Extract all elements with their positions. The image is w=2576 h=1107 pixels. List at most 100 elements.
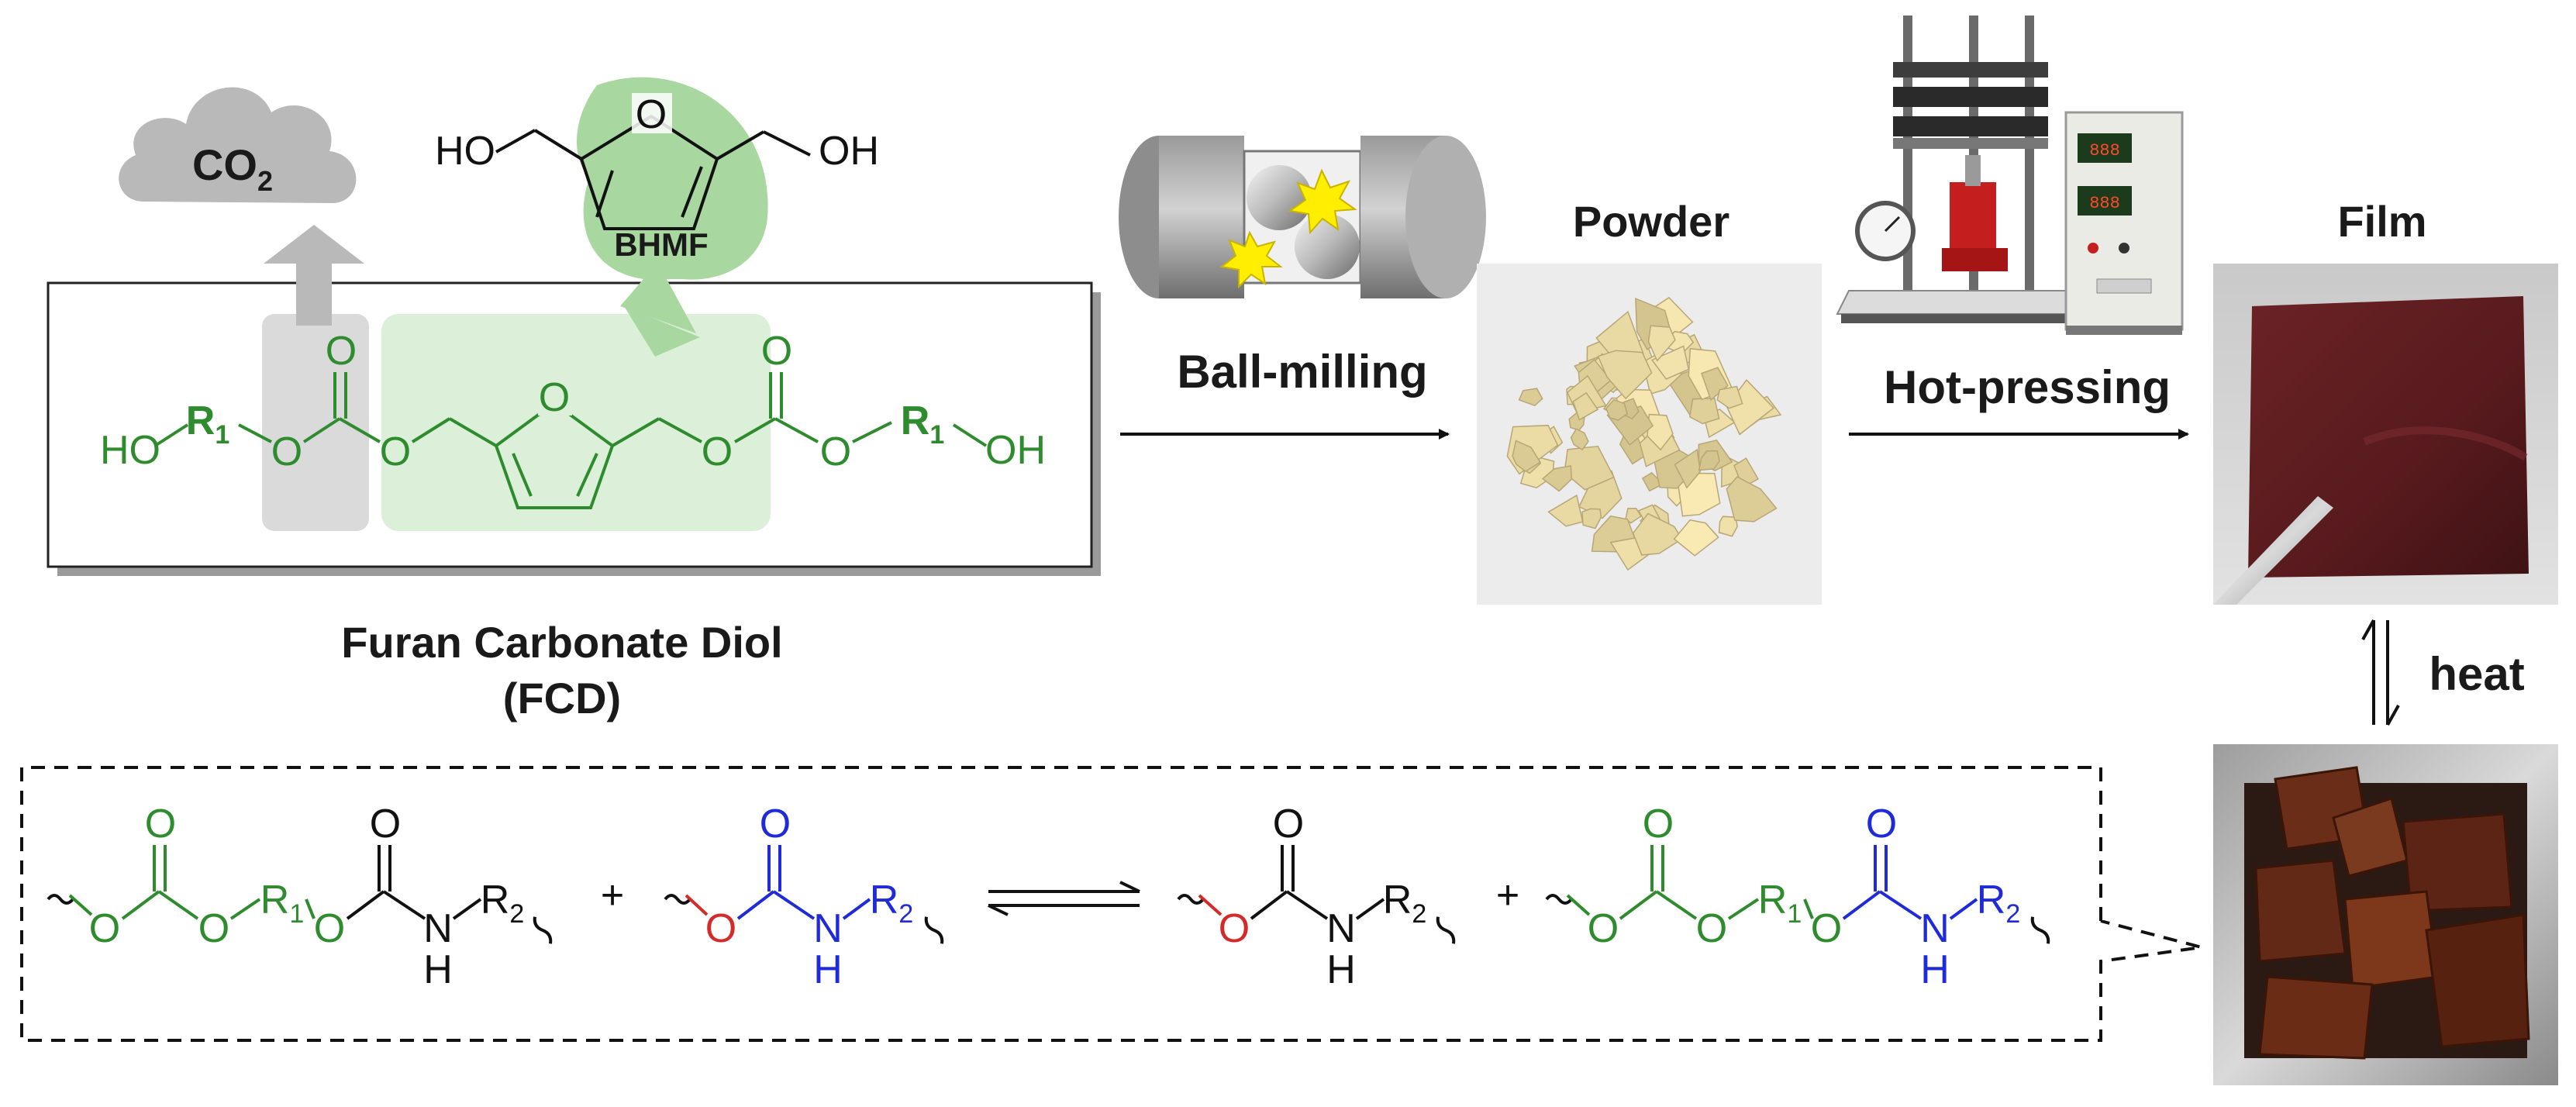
p2-n: N: [1920, 906, 1950, 951]
fcd-right-r: R: [901, 398, 930, 443]
r1-o-3: O: [314, 906, 345, 951]
ball-milling-label: Ball-milling: [1177, 346, 1427, 398]
fcd-o-1: O: [271, 429, 302, 474]
p1-carbonyl-o: O: [1273, 802, 1304, 847]
exchange-reaction-callout: [20, 766, 2202, 1042]
recycled-film-photo: [2213, 744, 2558, 1085]
svg-text:R1: R1: [260, 878, 304, 929]
ball-mill-icon: [1119, 136, 1486, 298]
powder-chunk: [1518, 388, 1543, 407]
svg-text:R1: R1: [186, 398, 229, 450]
powder-photo: [1477, 264, 1822, 605]
powder-chunk: [1572, 391, 1599, 421]
hot-press-icon: 888 888: [1836, 16, 2184, 335]
r1-o-1: O: [89, 906, 120, 951]
powder-chunk: [1688, 398, 1720, 425]
powder-chunk: [1632, 512, 1683, 556]
p1-r2-sub: 2: [1412, 899, 1426, 929]
fcd-left-r: R: [186, 398, 216, 443]
fcd-o-2: O: [380, 429, 411, 474]
bhmf-leaf: [576, 77, 768, 357]
svg-text:R1: R1: [901, 398, 944, 450]
heat-equilibrium-arrows: [2361, 619, 2400, 726]
powder-chunk: [1641, 471, 1664, 492]
co2-subscript: 2: [257, 165, 273, 197]
powder-chunk: [1698, 450, 1720, 471]
fcd-name: Furan Carbonate Diol: [341, 618, 782, 667]
p1-h: H: [1326, 947, 1356, 992]
hot-pressing-label: Hot-pressing: [1884, 361, 2171, 413]
fcd-right-r-sub: 1: [929, 420, 944, 450]
furan-highlight: [381, 314, 771, 531]
fcd-carbonyl-o-2: O: [761, 329, 792, 374]
p2-r2-sub: 2: [2005, 899, 2020, 929]
co2-label: CO: [192, 140, 257, 189]
p2-r2-label: R: [1977, 878, 2006, 922]
r2-r2-label: R: [870, 878, 899, 922]
fcd-left-r-sub: 1: [215, 420, 229, 450]
p2-r1-label: R: [1758, 878, 1788, 922]
powder-chunk: [1564, 446, 1616, 491]
r1-r2-label: R: [481, 878, 510, 922]
bhmf-structure: HO O OH BHMF: [435, 92, 879, 263]
powder-chunk: [1547, 494, 1584, 527]
co2-cloud: CO2: [119, 87, 364, 326]
r1-r-sub: 1: [289, 899, 304, 929]
fcd-structure: HO R1 O O O O O O O R1 OH: [100, 329, 1046, 509]
film-label: Film: [2337, 197, 2426, 246]
bhmf-ring-o: O: [636, 92, 667, 137]
fcd-left-ho: HO: [100, 428, 160, 473]
powder-chunk: [1570, 428, 1589, 451]
plus-2: +: [1496, 873, 1519, 918]
carbonate-highlight: [262, 314, 369, 531]
reactant-urethane: O O N H R2: [664, 802, 944, 992]
product-carbonate-urethane: O O O R1 O O N H R2: [1545, 802, 2050, 992]
svg-text:R1: R1: [1758, 878, 1802, 929]
powder-chunk: [1716, 385, 1743, 409]
p2-h: H: [1920, 947, 1950, 992]
p1-r2-label: R: [1383, 878, 1412, 922]
p2-carbonyl-o-2: O: [1866, 802, 1897, 847]
p2-r1-sub: 1: [1787, 899, 1802, 929]
powder-chunk: [1701, 367, 1729, 402]
r2-h: H: [813, 947, 843, 992]
bhmf-oh: OH: [819, 129, 879, 174]
film-photo: [2213, 264, 2558, 605]
p2-o-1: O: [1588, 906, 1619, 951]
powder-chunk: [1625, 507, 1642, 524]
powder-chunk: [1726, 476, 1778, 522]
fcd-right-oh: OH: [985, 428, 1046, 473]
bhmf-ho: HO: [435, 129, 495, 174]
powder-chunk: [1512, 440, 1541, 473]
fcd-o-4: O: [820, 429, 851, 474]
powder-chunk: [1581, 508, 1602, 529]
svg-text:R2: R2: [1977, 878, 2020, 929]
p2-carbonyl-o-1: O: [1643, 802, 1674, 847]
svg-text:R2: R2: [870, 878, 913, 929]
product-urethane: O O N H R2: [1177, 802, 1456, 992]
r1-h: H: [423, 947, 453, 992]
powder-chunk: [1651, 345, 1690, 380]
fcd-carbonyl-o-1: O: [326, 329, 357, 374]
p2-o-3: O: [1811, 906, 1842, 951]
powder-chunk: [1674, 448, 1702, 489]
heat-label: heat: [2429, 648, 2524, 700]
p2-o-2: O: [1696, 906, 1727, 951]
r2-o: O: [705, 906, 736, 951]
powder-chunk: [1541, 465, 1573, 492]
powder-chunk: [1647, 325, 1676, 362]
r2-carbonyl-o: O: [760, 802, 791, 847]
powder-chunk: [1673, 519, 1719, 557]
equilibrium-arrow: [988, 881, 1140, 916]
r1-r-label: R: [260, 878, 290, 922]
bhmf-label: BHMF: [614, 226, 708, 263]
fcd-abbreviation: (FCD): [503, 674, 621, 722]
r1-carbonyl-o-1: O: [145, 802, 176, 847]
fcd-ring-o: O: [539, 375, 570, 420]
r2-n: N: [813, 906, 843, 951]
r1-o-2: O: [198, 906, 229, 951]
reactant-carbonate-urethane: O O O R1 O O N H R2: [47, 802, 553, 992]
powder-label: Powder: [1573, 197, 1729, 246]
r1-r2-sub: 2: [509, 899, 524, 929]
